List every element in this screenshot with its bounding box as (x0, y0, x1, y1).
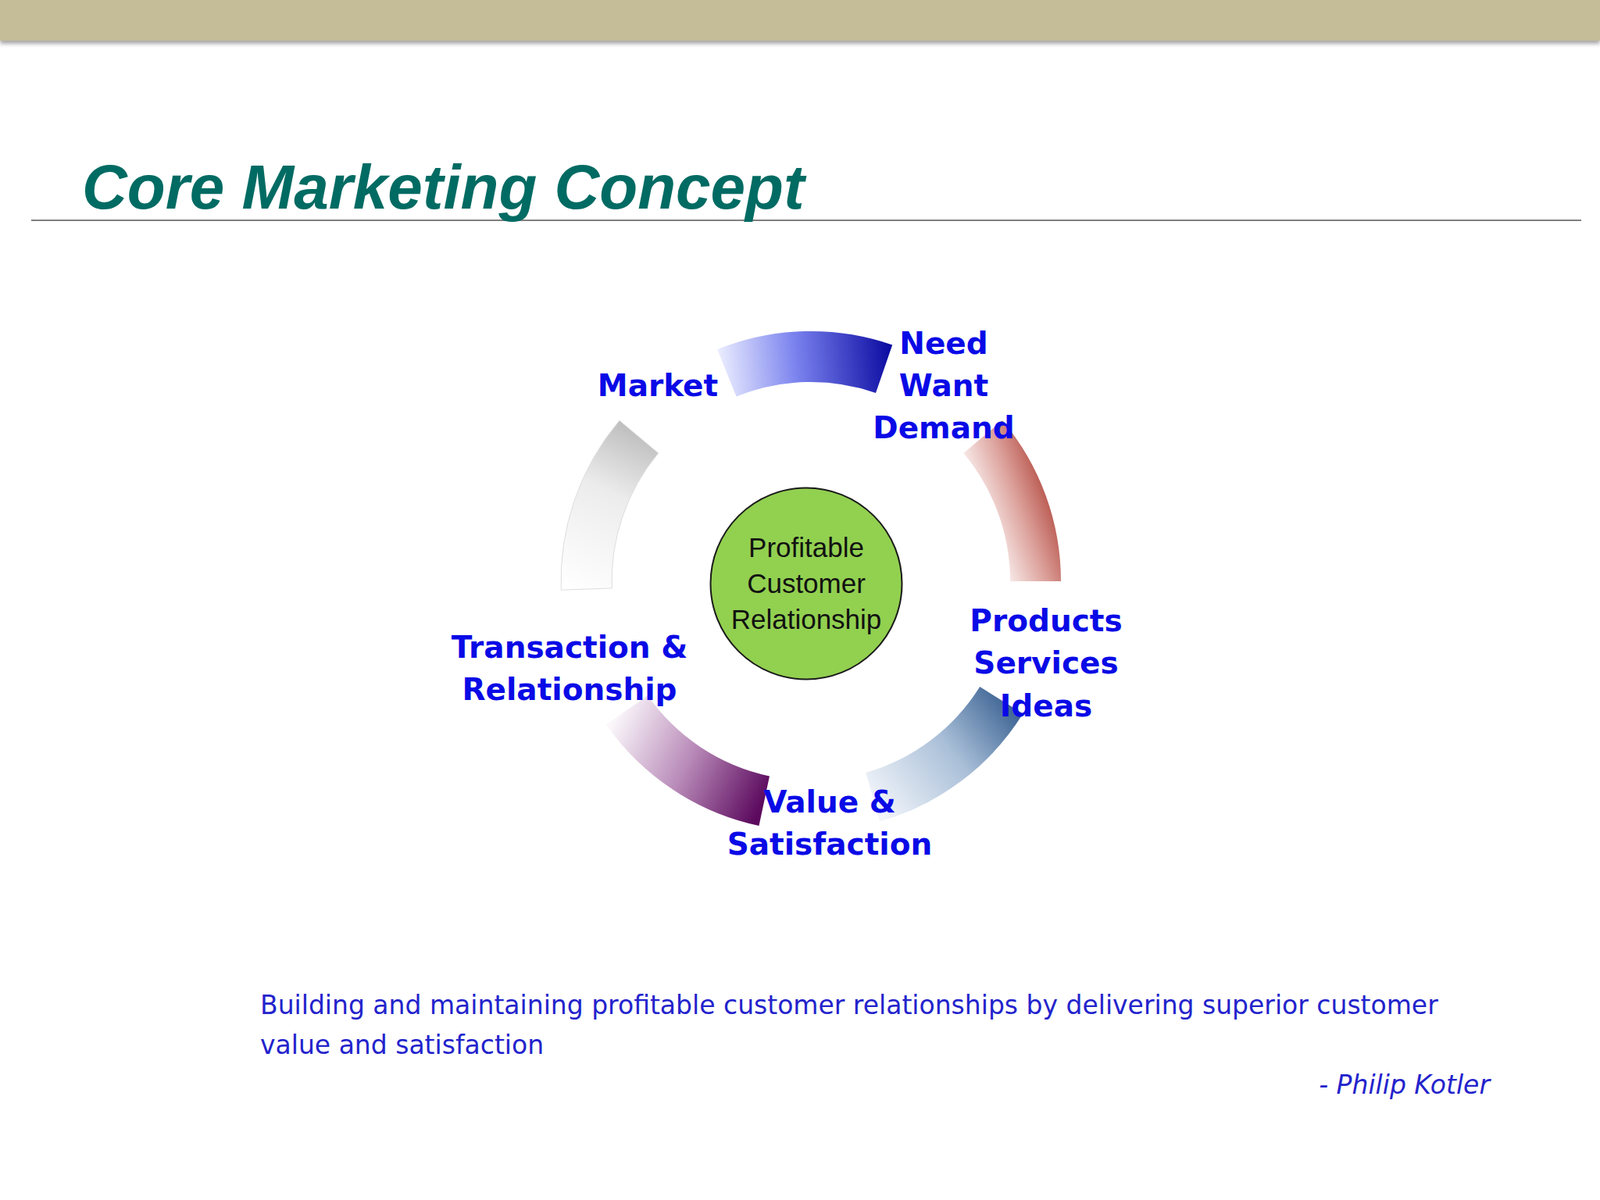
concept-label: Demand (872, 407, 1015, 450)
title-rule (31, 219, 1582, 222)
concept-label: Want (899, 364, 989, 408)
concept-label: Need (899, 322, 988, 365)
concept-label: Value & Satisfaction (696, 781, 963, 866)
concept-label: Market (597, 364, 718, 408)
center-circle: Profitable Customer Relationship (709, 486, 904, 681)
ring-segment (717, 331, 893, 397)
node-label: Profitable Customer Relationship (720, 486, 893, 681)
ring-segment (560, 420, 659, 590)
concept-label: Transaction & Relationship (417, 626, 722, 711)
caption-text: Building and maintaining profitable cust… (260, 985, 1511, 1065)
concept-label: Services (973, 642, 1118, 685)
attribution: - Philip Kotler (1318, 1064, 1490, 1105)
concept-label: Ideas (1000, 685, 1093, 728)
slide-title: Core Marketing Concept (82, 156, 805, 219)
concept-label: Products (969, 600, 1122, 643)
ring-segment (606, 695, 770, 826)
header-bar (0, 0, 1600, 41)
